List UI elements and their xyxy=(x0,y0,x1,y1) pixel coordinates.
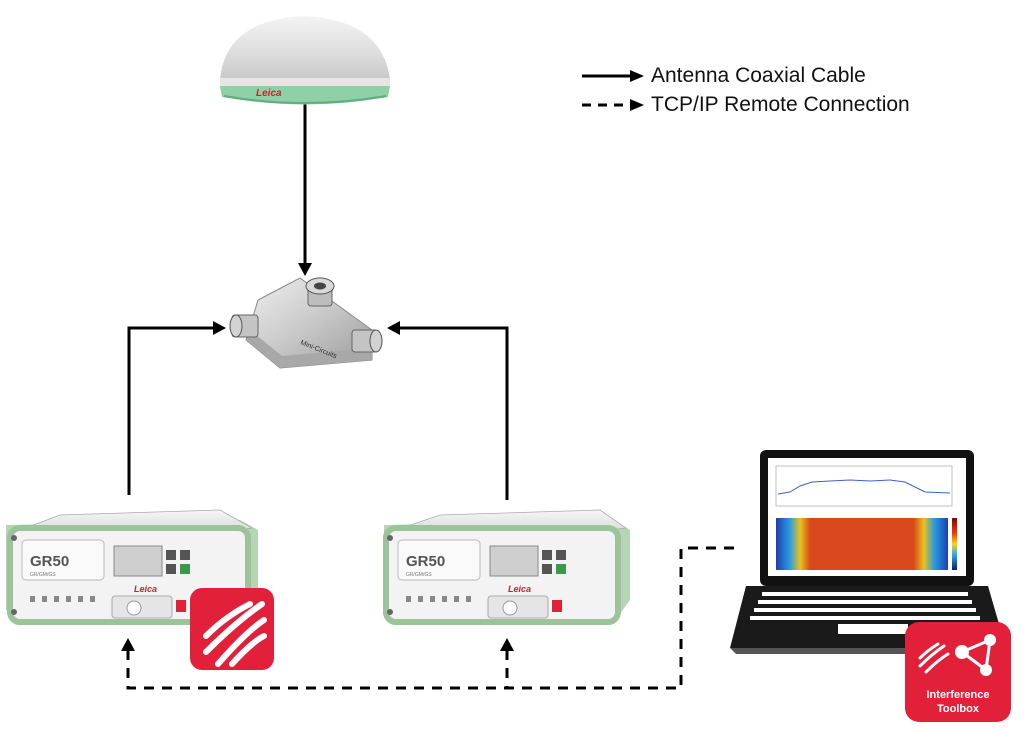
receiver1-model-label: GR50 xyxy=(30,553,69,570)
interference-toolbox-app-icon: Interference Toolbox xyxy=(905,622,1011,722)
rf-splitter: Mini-Circuits xyxy=(229,277,383,369)
receiver1-brand-label: Leica xyxy=(134,584,157,594)
spectrogram-thumbnail xyxy=(776,518,957,570)
toolbox-badge-line1: Interference xyxy=(927,689,990,701)
legend-label-tcpip-remote-connection: TCP/IP Remote Connection xyxy=(651,93,910,116)
gnss-antenna: Leica xyxy=(220,16,390,105)
spectrum-plot-thumbnail xyxy=(775,465,953,507)
coax-cable-antenna-to-splitter xyxy=(298,102,312,276)
coax-cable-receiver2-to-splitter xyxy=(387,321,509,500)
receiver2-brand-label: Leica xyxy=(508,584,531,594)
gr50-receiver-1: GR50 GR/GM/GS Leica xyxy=(6,509,258,625)
coax-cable-receiver1-to-splitter xyxy=(127,321,226,495)
legend-dashed-arrow xyxy=(582,99,644,111)
toolbox-badge-line2: Toolbox xyxy=(937,703,980,715)
tcpip-remote-connection xyxy=(121,546,735,690)
antenna-brand-label: Leica xyxy=(256,88,282,99)
legend-solid-arrow xyxy=(582,70,644,82)
receiver2-series-label: GR/GM/GS xyxy=(406,572,432,578)
leica-gnss-app-icon xyxy=(190,588,274,670)
legend-label-antenna-coaxial-cable: Antenna Coaxial Cable xyxy=(651,64,866,87)
gr50-receiver-2: GR50 GR/GM/GS Leica xyxy=(383,509,630,625)
receiver2-model-label: GR50 xyxy=(406,553,445,570)
legend xyxy=(582,70,644,111)
receiver1-series-label: GR/GM/GS xyxy=(30,572,56,578)
